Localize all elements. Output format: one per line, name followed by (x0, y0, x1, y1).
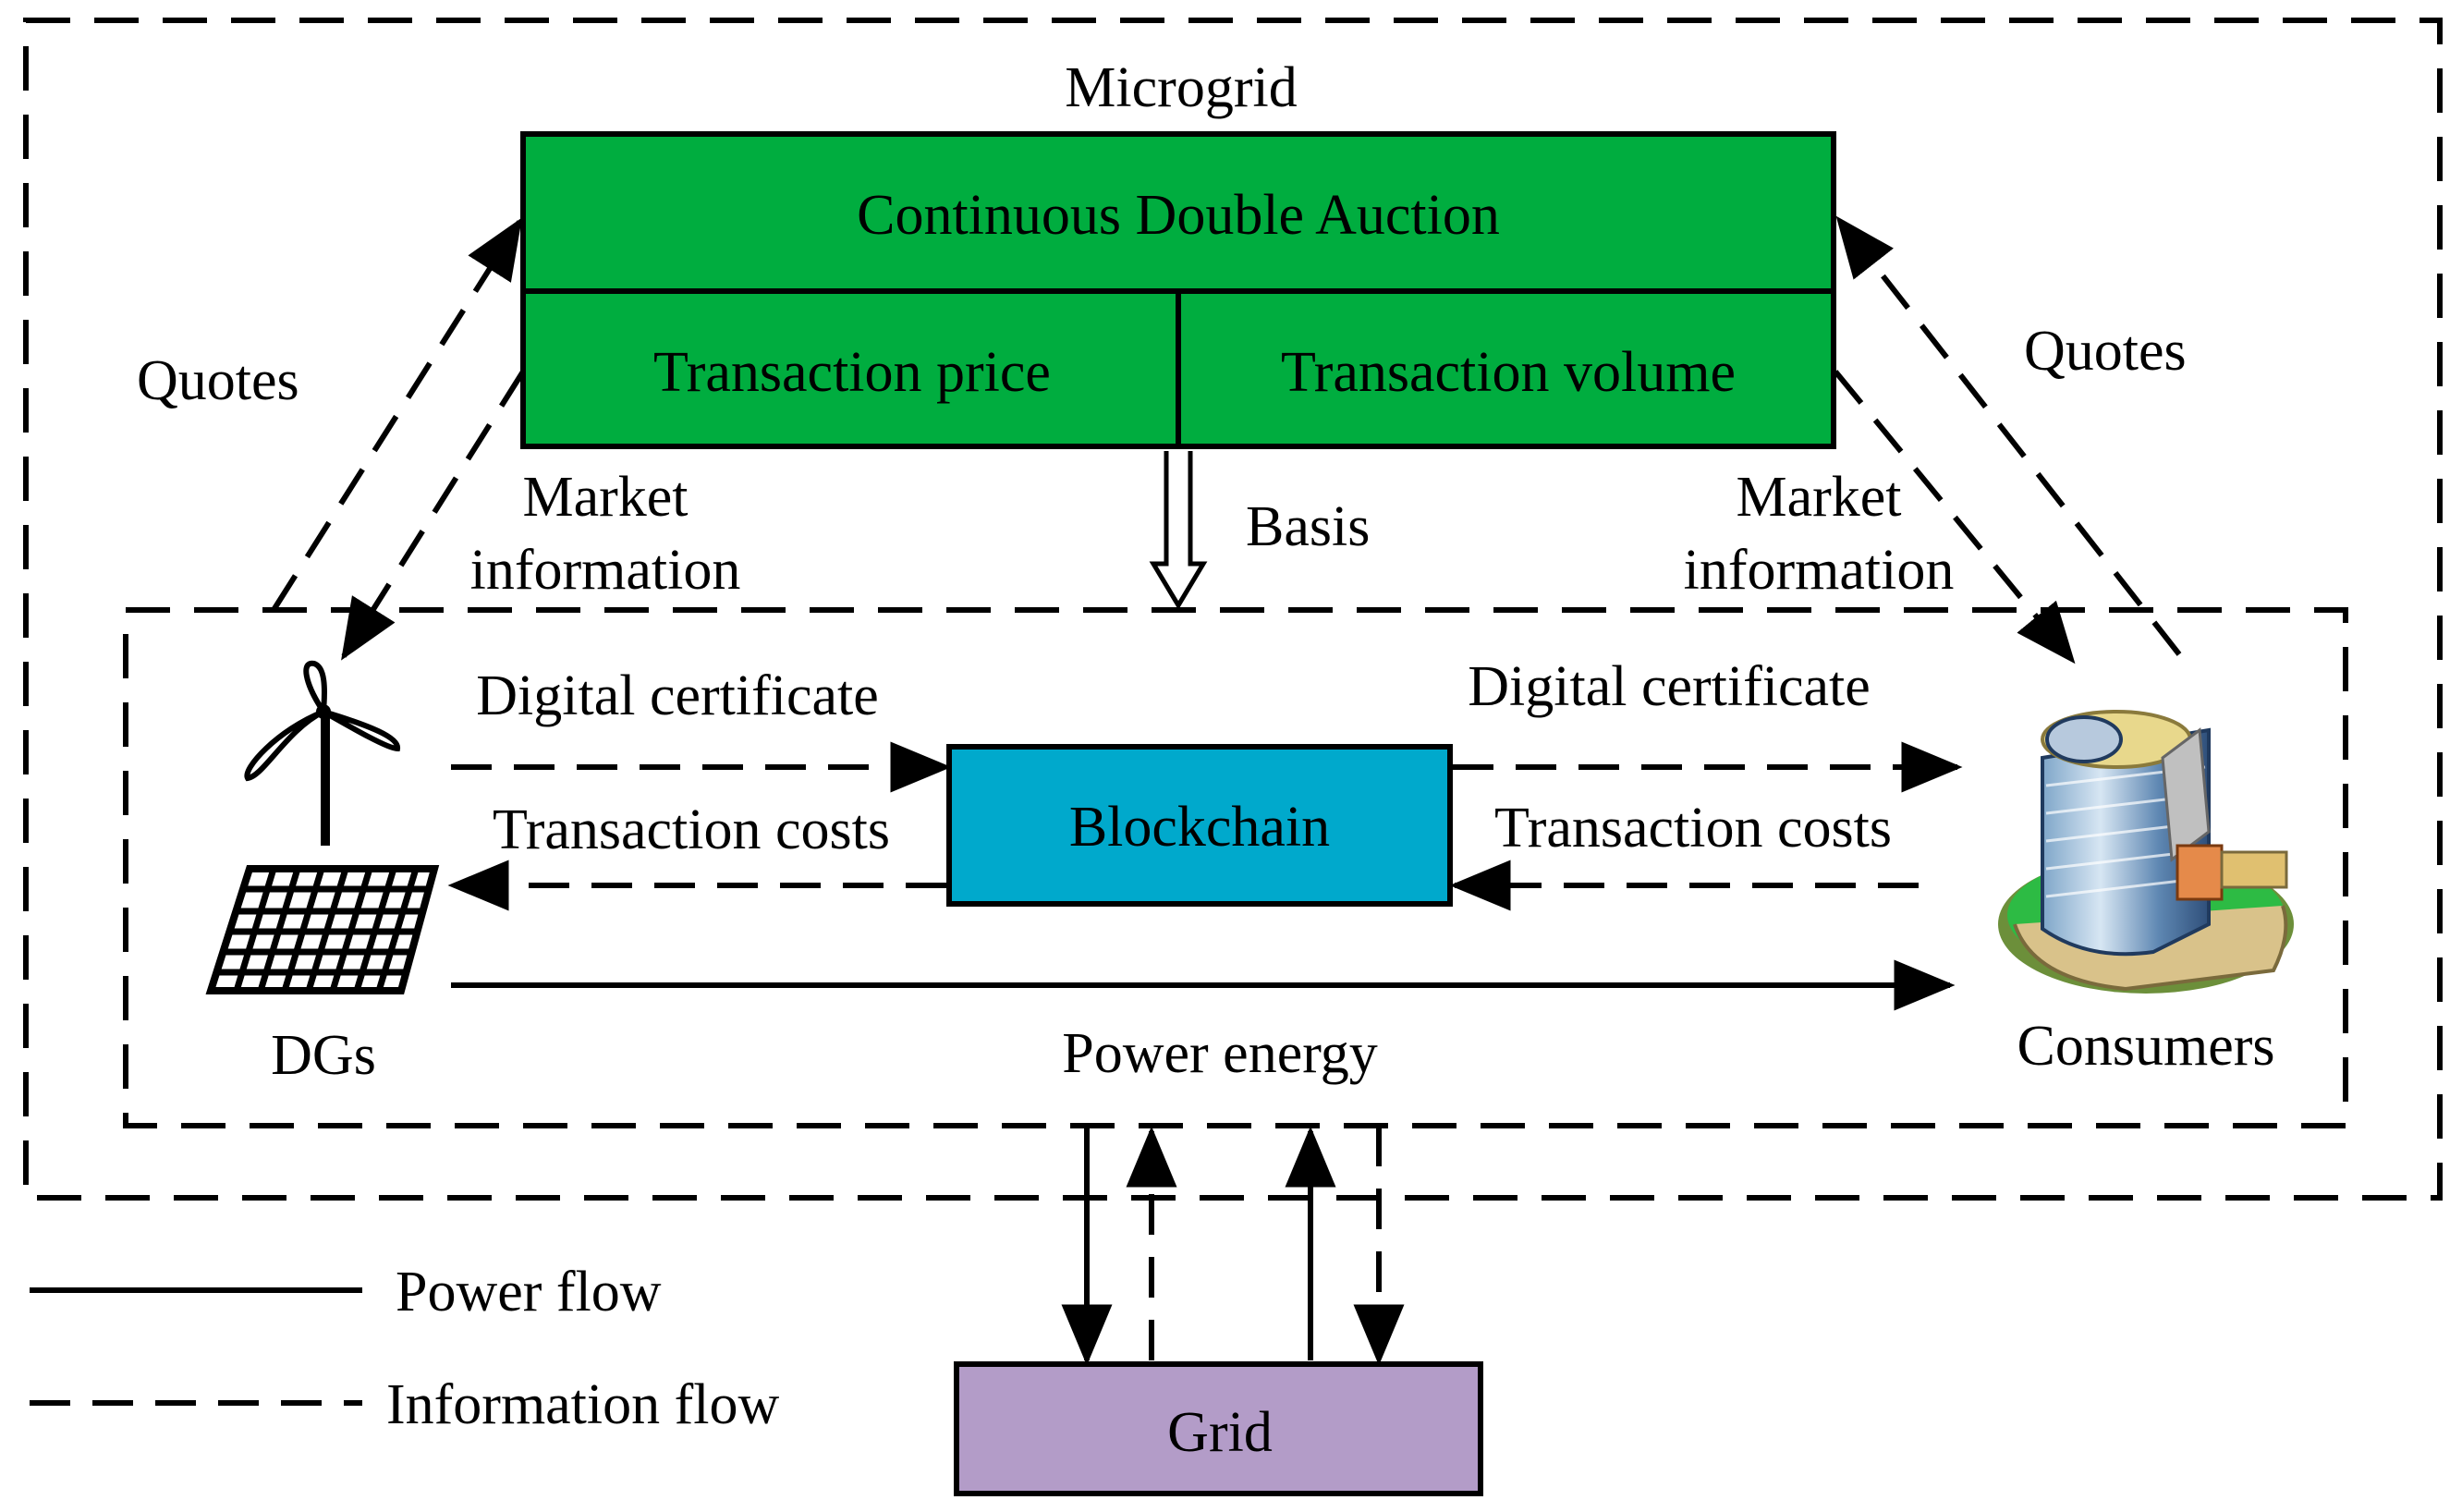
digital-cert-label-right: Digital certificate (1468, 655, 1870, 718)
quotes-arrow-right (1835, 215, 2182, 656)
consumers-label: Consumers (2017, 1015, 2275, 1078)
market-info-label-right-2: information (1684, 539, 1955, 602)
basis-arrow (1149, 451, 1208, 610)
quotes-label-right: Quotes (2024, 320, 2187, 383)
grid-label: Grid (1167, 1401, 1273, 1464)
legend: Power flow Information flow (30, 1261, 780, 1436)
office-building-icon (1998, 710, 2294, 994)
grid-box: Grid (954, 1361, 1483, 1496)
trading-area-boundary (123, 607, 2348, 1128)
microgrid-boundary (23, 18, 2443, 1201)
transaction-costs-label-right: Transaction costs (1494, 797, 1892, 860)
auction-title: Continuous Double Auction (857, 184, 1500, 247)
power-energy-label: Power energy (1062, 1022, 1377, 1085)
wind-turbine-icon (244, 660, 400, 846)
transaction-volume-label: Transaction volume (1281, 341, 1736, 404)
blockchain-box: Blockchain (946, 744, 1453, 907)
legend-information-flow-label: Information flow (386, 1373, 780, 1436)
market-info-label-left-1: Market (522, 466, 688, 529)
quotes-label-left: Quotes (137, 349, 299, 412)
dgs-label: DGs (271, 1024, 376, 1087)
market-info-label-right-1: Market (1736, 466, 1901, 529)
quotes-arrow-left (271, 217, 522, 612)
basis-label: Basis (1246, 495, 1370, 558)
legend-power-flow-label: Power flow (396, 1261, 662, 1323)
blockchain-label: Blockchain (1069, 796, 1330, 859)
solar-panel-icon (205, 865, 440, 994)
market-info-label-left-2: information (470, 539, 741, 602)
transaction-costs-label-left: Transaction costs (493, 799, 890, 861)
market-info-arrow-left (341, 370, 526, 661)
microgrid-title: Microgrid (1065, 56, 1297, 119)
digital-cert-label-left: Digital certificate (476, 665, 878, 727)
auction-box: Continuous Double Auction Transaction pr… (520, 131, 1836, 449)
transaction-price-label: Transaction price (653, 341, 1051, 404)
